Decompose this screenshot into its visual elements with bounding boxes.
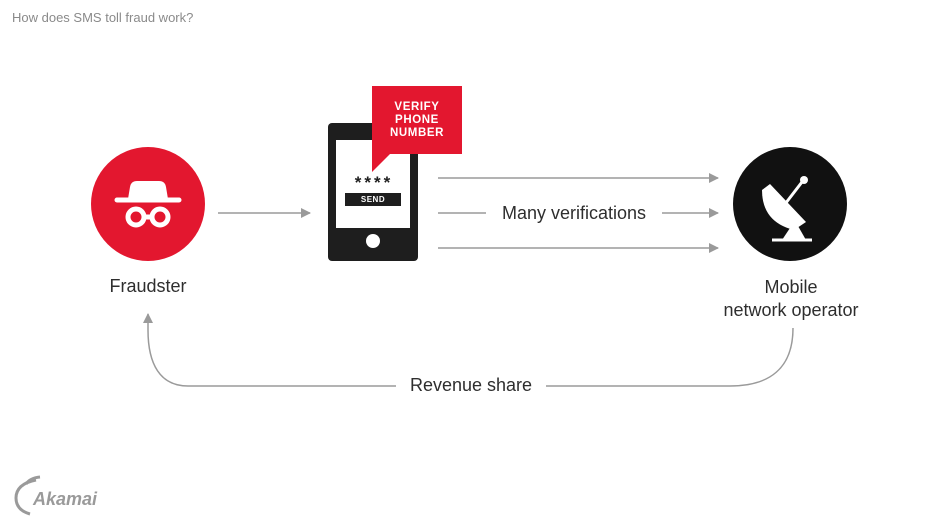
akamai-logo-mark (14, 475, 41, 516)
mno-node (733, 147, 847, 261)
pin-mask: **** (354, 173, 394, 192)
page-title: How does SMS toll fraud work? (12, 10, 194, 25)
phone-home-button (366, 234, 380, 248)
many-verifications-label: Many verifications (486, 203, 662, 224)
bubble-line-number: NUMBER (389, 126, 445, 139)
send-button: SEND (345, 193, 401, 206)
akamai-logo-text: Akamai (33, 489, 98, 509)
fraudster-label: Fraudster (109, 276, 187, 296)
bubble-line-verify: VERIFY (394, 100, 440, 113)
verify-bubble: VERIFY PHONE NUMBER (372, 86, 462, 154)
satellite-dish-icon (762, 176, 812, 242)
bubble-tail (372, 150, 394, 172)
mno-label: Mobile network operator (706, 276, 876, 322)
phone-node (328, 123, 418, 261)
spy-icon (114, 181, 182, 228)
mno-label-line-2: network operator (723, 300, 859, 320)
mno-circle (733, 147, 847, 261)
revenue-share-label: Revenue share (396, 375, 546, 396)
fraudster-node (91, 147, 205, 261)
fraudster-circle (91, 147, 205, 261)
mno-label-line-1: Mobile (764, 277, 818, 297)
bubble-line-phone: PHONE (395, 113, 439, 126)
